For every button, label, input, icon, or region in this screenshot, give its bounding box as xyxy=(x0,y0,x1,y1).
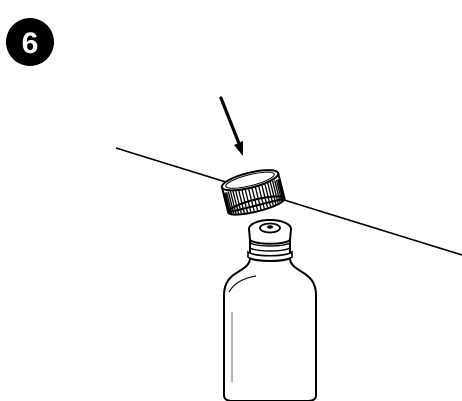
arrow-shaft xyxy=(221,98,240,146)
bottle-body xyxy=(224,258,316,401)
pointer-arrow xyxy=(221,98,243,156)
bottle-mouth-hole xyxy=(267,225,273,229)
step-badge: 6 xyxy=(6,18,54,66)
bottle-cap xyxy=(220,166,286,218)
arrow-head xyxy=(234,141,243,156)
step-number: 6 xyxy=(22,27,39,60)
bottle xyxy=(224,220,316,401)
